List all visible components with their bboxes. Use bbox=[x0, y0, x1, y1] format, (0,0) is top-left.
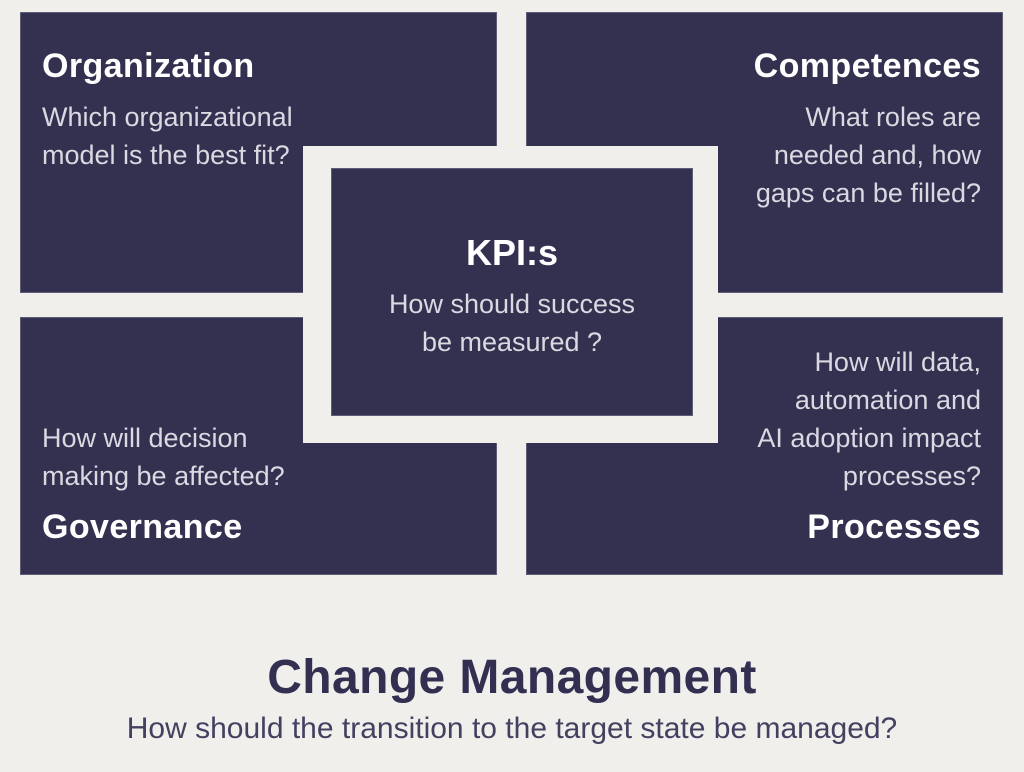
processes-question-line: processes? bbox=[842, 461, 981, 491]
competences-question-line: What roles are bbox=[805, 102, 981, 132]
governance-question-line: How will decision bbox=[42, 423, 248, 453]
competences-question-line: gaps can be filled? bbox=[755, 178, 981, 208]
processes-question: How will data, automation and AI adoptio… bbox=[548, 343, 981, 495]
footer-title: Change Management bbox=[267, 651, 757, 704]
footer-subtitle: How should the transition to the target … bbox=[126, 712, 898, 745]
competences-question: What roles are needed and, how gaps can … bbox=[548, 98, 981, 212]
organization-question: Which organizational model is the best f… bbox=[42, 98, 475, 174]
organization-title: Organization bbox=[42, 47, 255, 85]
kpis-question: How should success be measured ? bbox=[331, 285, 693, 361]
organization-question-line: Which organizational bbox=[42, 102, 293, 132]
processes-question-line: AI adoption impact bbox=[757, 423, 981, 453]
governance-title: Governance bbox=[42, 508, 243, 546]
kpis-question-line: How should success bbox=[388, 289, 636, 319]
processes-title: Processes bbox=[807, 508, 981, 546]
processes-question-line: How will data, bbox=[814, 347, 981, 377]
kpis-question-line: be measured ? bbox=[421, 327, 603, 357]
kpis-title: KPI:s bbox=[465, 232, 559, 273]
governance-question-line: making be affected? bbox=[42, 461, 285, 491]
competences-title: Competences bbox=[753, 47, 981, 85]
governance-question: How will decision making be affected? bbox=[42, 419, 475, 495]
organization-question-line: model is the best fit? bbox=[42, 140, 290, 170]
panel-kpis: KPI:s How should success be measured ? bbox=[331, 168, 693, 416]
competences-question-line: needed and, how bbox=[773, 140, 981, 170]
processes-question-line: automation and bbox=[794, 385, 981, 415]
